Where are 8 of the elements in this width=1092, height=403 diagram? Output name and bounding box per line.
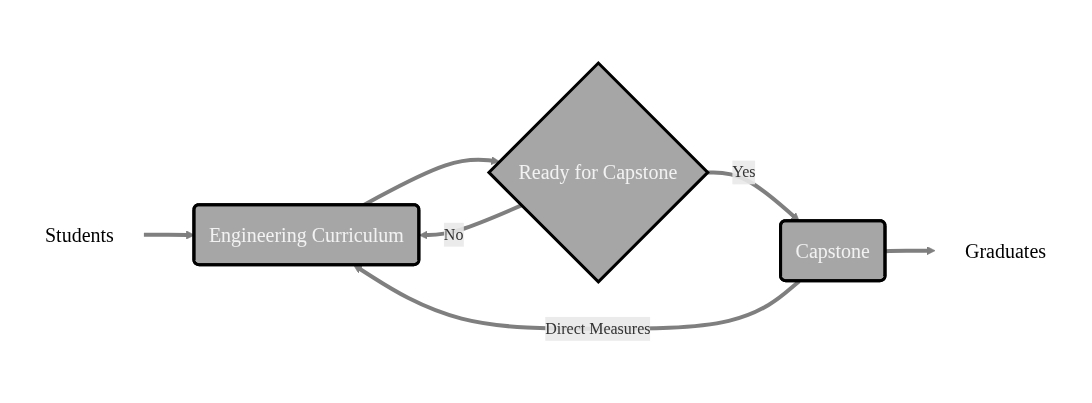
edge-label: No bbox=[444, 225, 464, 243]
node-text: Graduates bbox=[965, 239, 1047, 262]
node-diamond: Ready for Capstone bbox=[487, 60, 711, 284]
node-text: Students bbox=[45, 223, 115, 246]
edge-label: Direct Measures bbox=[545, 319, 651, 337]
edge-label: Yes bbox=[732, 162, 757, 180]
arrow bbox=[885, 245, 936, 255]
arrow bbox=[419, 203, 523, 239]
